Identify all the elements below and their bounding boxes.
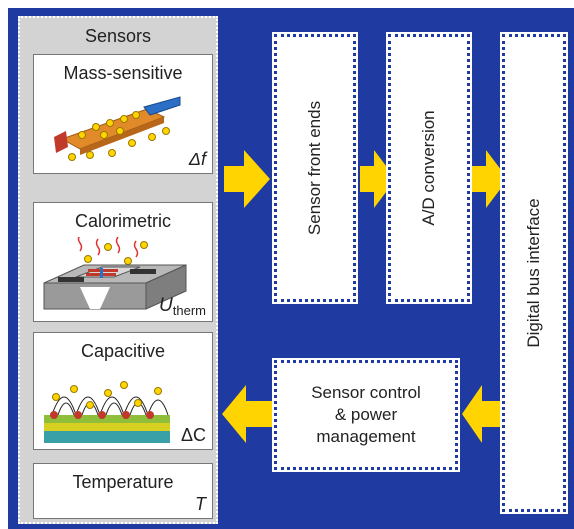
capacitive-card: Capacitive — [33, 332, 213, 450]
temperature-symbol: T — [195, 494, 206, 514]
calorimetric-illustration — [43, 237, 187, 310]
calorimetric-label: Calorimetric — [74, 211, 171, 231]
sensor-control-block: Sensor control & power management — [274, 360, 458, 470]
digital-bus-interface-block: Digital bus interface — [502, 34, 566, 512]
capacitive-illustration — [44, 381, 170, 443]
mass-sensitive-label: Mass-sensitive — [63, 63, 183, 83]
ad-conversion-label: A/D conversion — [419, 110, 438, 226]
cantilever-illustration — [54, 96, 181, 161]
arrow-frontends-to-ad — [360, 150, 396, 208]
arrow-bus-to-control — [462, 385, 500, 443]
mass-sensitive-card: Mass-sensitive Δf — [33, 54, 213, 174]
ad-conversion-block: A/D conversion — [388, 34, 470, 302]
calorimetric-symbol: Utherm — [159, 295, 206, 318]
capacitive-symbol: ΔC — [180, 425, 206, 445]
diagram-canvas: Sensors Mass-sensitive — [8, 8, 574, 529]
arrow-sensors-to-frontends — [224, 150, 270, 208]
mass-sensitive-symbol: Δf — [188, 149, 206, 169]
digital-bus-interface-label: Digital bus interface — [524, 198, 543, 348]
sensors-title: Sensors — [84, 26, 152, 46]
sensors-panel: Sensors Mass-sensitive — [18, 16, 218, 524]
temperature-label: Temperature — [72, 472, 174, 492]
arrow-control-to-sensors — [222, 385, 272, 443]
capacitive-label: Capacitive — [80, 341, 166, 361]
arrow-ad-to-bus — [472, 150, 508, 208]
sensor-front-ends-label: Sensor front ends — [305, 100, 324, 236]
calorimetric-card: Calorimetric Uther — [33, 202, 213, 322]
sensor-front-ends-block: Sensor front ends — [274, 34, 356, 302]
temperature-card: Temperature T — [33, 463, 213, 519]
sensor-control-label: Sensor control & power management — [311, 383, 421, 446]
